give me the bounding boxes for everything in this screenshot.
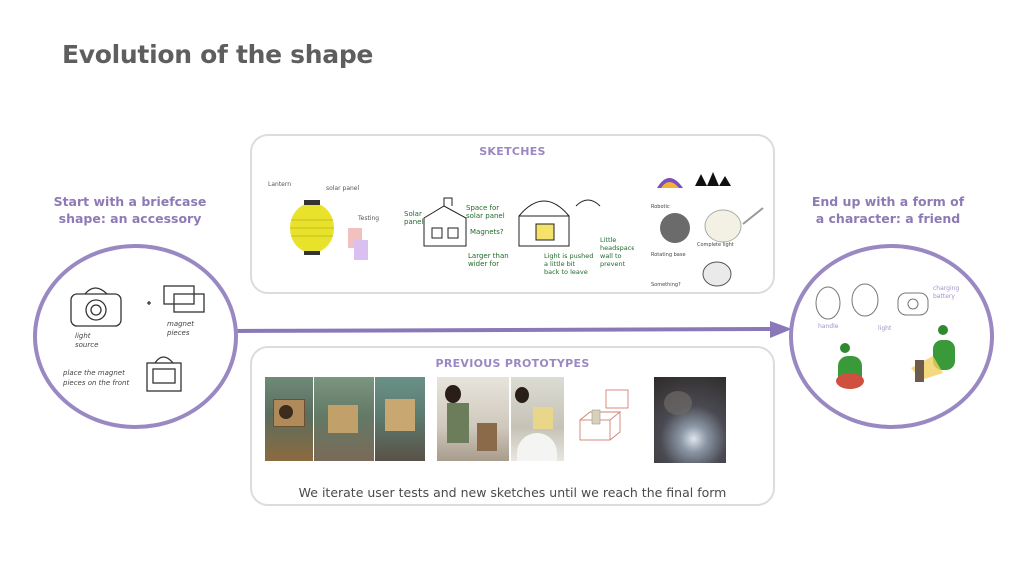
- svg-text:panel: panel: [404, 218, 423, 226]
- svg-text:solar panel: solar panel: [326, 185, 359, 192]
- svg-text:pieces: pieces: [166, 329, 190, 337]
- svg-text:headspace: headspace: [600, 244, 634, 252]
- sketches-title: SKETCHES: [479, 145, 546, 158]
- svg-text:Little: Little: [600, 236, 616, 244]
- cardboard-sketch: [579, 389, 629, 441]
- briefcase-sketch: light source magnet pieces place the mag…: [62, 285, 205, 392]
- prototypes-title: PREVIOUS PROTOTYPES: [435, 357, 590, 370]
- start-circle: light source magnet pieces place the mag…: [33, 244, 238, 429]
- svg-text:light: light: [878, 325, 892, 332]
- svg-text:Rotating base: Rotating base: [651, 252, 686, 258]
- svg-text:magnet: magnet: [167, 320, 194, 328]
- arrow-right-icon: [230, 321, 792, 338]
- prototype-photo-1: [265, 377, 313, 461]
- svg-text:Something?: Something?: [651, 282, 681, 288]
- svg-text:Magnets?: Magnets?: [470, 228, 504, 236]
- svg-text:charging: charging: [933, 285, 959, 292]
- svg-text:Light is pushed: Light is pushed: [544, 252, 593, 260]
- svg-text:solar panel: solar panel: [466, 212, 505, 220]
- start-label: Start with a briefcase shape: an accesso…: [53, 194, 207, 226]
- svg-text:battery: battery: [933, 293, 955, 300]
- prototypes-caption: We iterate user tests and new sketches u…: [298, 485, 727, 500]
- svg-text:source: source: [75, 341, 98, 349]
- svg-text:pieces on the front: pieces on the front: [62, 379, 129, 387]
- svg-text:handle: handle: [818, 323, 839, 330]
- end-label: End up with a form of a character: a fri…: [811, 194, 965, 226]
- svg-text:Space for: Space for: [466, 204, 499, 212]
- svg-text:a little bit: a little bit: [544, 260, 576, 268]
- svg-text:Larger than: Larger than: [468, 252, 509, 260]
- light-test-photo: [654, 377, 726, 463]
- prototypes-panel: PREVIOUS PROTOTYPES We iterate user test…: [250, 346, 775, 506]
- prototype-photo-2: [314, 377, 374, 461]
- svg-text:Solar: Solar: [404, 210, 422, 218]
- user-test-photo-1: [437, 377, 509, 461]
- svg-text:Lantern: Lantern: [268, 181, 291, 188]
- end-circle: handle charging battery light: [789, 244, 994, 429]
- svg-text:wall to: wall to: [600, 252, 622, 260]
- page-title: Evolution of the shape: [62, 40, 374, 69]
- svg-text:prevent: prevent: [600, 260, 626, 268]
- svg-text:place the magnet: place the magnet: [62, 369, 125, 377]
- character-sketches: handle charging battery light: [815, 283, 959, 389]
- svg-text:Robotic: Robotic: [651, 204, 670, 210]
- svg-text:light: light: [75, 332, 91, 340]
- svg-text:wider for: wider for: [468, 260, 499, 268]
- svg-text:Complete light: Complete light: [697, 242, 734, 248]
- svg-text:Testing cards: Testing cards: [357, 215, 379, 222]
- user-test-photo-2: [511, 377, 564, 461]
- svg-text:back to leave: back to leave: [544, 268, 588, 276]
- prototype-photo-3: [375, 377, 425, 461]
